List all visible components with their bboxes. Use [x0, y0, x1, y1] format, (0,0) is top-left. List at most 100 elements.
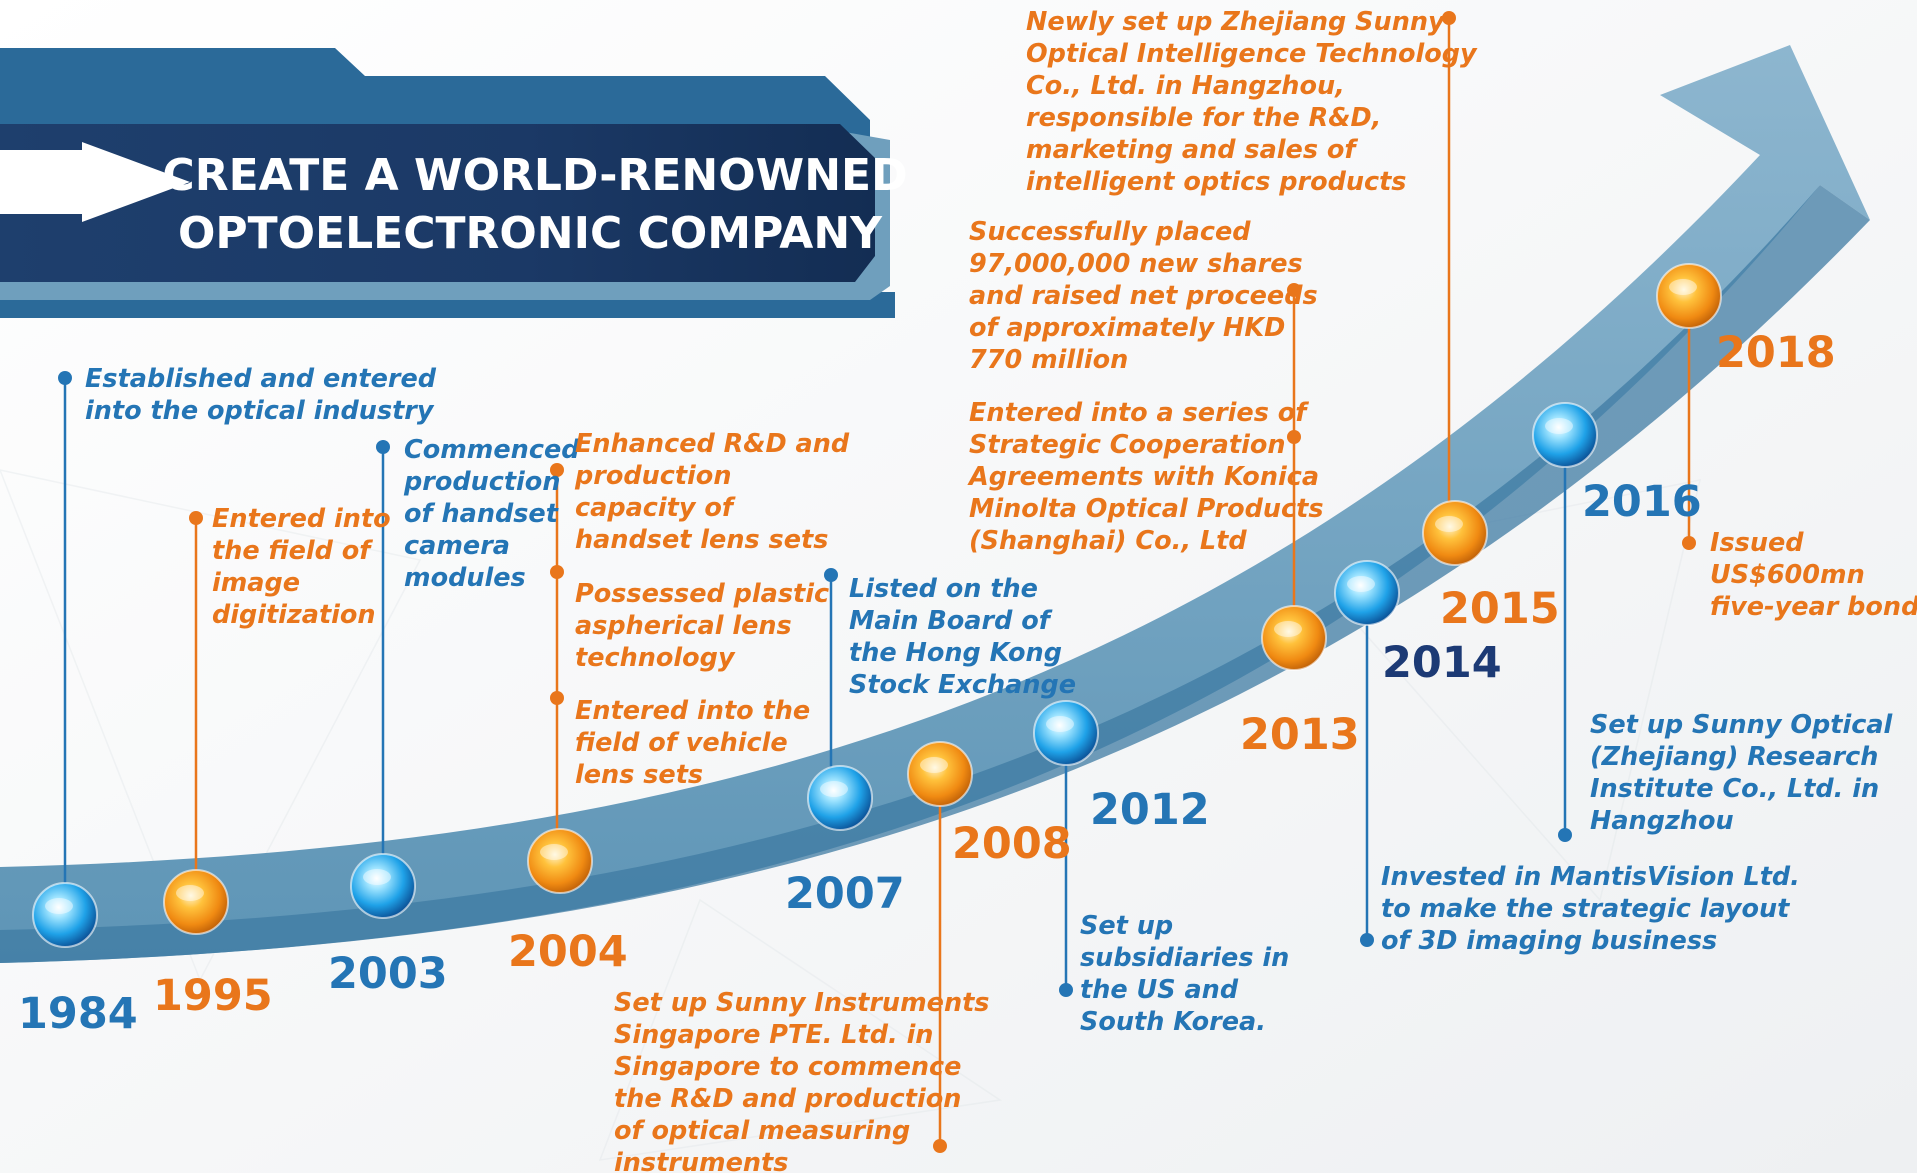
- milestone-node-2012: [1033, 700, 1099, 766]
- node-highlight-1995: [176, 885, 204, 901]
- milestone-node-2018: [1656, 263, 1722, 329]
- note-2012-line-1: subsidiaries in: [1080, 943, 1289, 973]
- note-2012-line-0: Set up: [1080, 911, 1173, 941]
- note-2003-line-1: production: [403, 467, 560, 497]
- year-label-2018: 2018: [1716, 328, 1836, 378]
- note-2013-line-1: 97,000,000 new shares: [969, 249, 1303, 279]
- note-2013-line-9: (Shanghai) Co., Ltd: [969, 526, 1247, 556]
- connector-dot-2018-0: [1682, 536, 1696, 550]
- connector-dot-2015-0: [1442, 11, 1456, 25]
- node-highlight-2007: [820, 781, 848, 797]
- node-highlight-2015: [1435, 516, 1463, 532]
- node-highlight-2003: [363, 869, 391, 885]
- milestone-node-2016: [1532, 402, 1598, 468]
- note-1995-line-2: image: [212, 568, 300, 598]
- year-label-2008: 2008: [952, 819, 1072, 869]
- connector-dot-1995-0: [189, 511, 203, 525]
- title-banner: CREATE A WORLD-RENOWNED OPTOELECTRONIC C…: [0, 48, 908, 318]
- connector-dot-2007-0: [824, 568, 838, 582]
- note-2013-line-7: Agreements with Konica: [967, 462, 1319, 492]
- connector-dot-2004-1: [550, 565, 564, 579]
- note-2008-line-5: instruments: [614, 1148, 788, 1173]
- year-label-2013: 2013: [1240, 710, 1360, 760]
- note-2014-line-0: Invested in MantisVision Ltd.: [1381, 862, 1800, 892]
- year-label-2012: 2012: [1090, 785, 1210, 835]
- connector-dot-1984-0: [58, 371, 72, 385]
- note-2004-line-6: technology: [575, 643, 736, 673]
- connector-dot-2008-0: [933, 1139, 947, 1153]
- note-2018-line-1: US$600mn: [1710, 560, 1865, 590]
- note-2007-line-2: the Hong Kong: [849, 638, 1062, 668]
- year-label-1995: 1995: [153, 971, 273, 1021]
- title-line-1: CREATE A WORLD-RENOWNED: [162, 150, 907, 201]
- note-2007-line-0: Listed on the: [849, 574, 1038, 604]
- connector-dot-2004-0: [550, 463, 564, 477]
- note-2018-line-0: Issued: [1710, 528, 1804, 558]
- note-2016-line-2: Institute Co., Ltd. in: [1590, 774, 1879, 804]
- note-2008-line-1: Singapore PTE. Ltd. in: [614, 1020, 933, 1050]
- note-2008-line-3: the R&D and production: [614, 1084, 961, 1114]
- year-label-1984: 1984: [18, 989, 138, 1039]
- note-2013-line-0: Successfully placed: [969, 217, 1251, 247]
- note-2004-line-3: handset lens sets: [575, 525, 828, 555]
- milestone-node-2004: [527, 828, 593, 894]
- note-2015-line-0: Newly set up Zhejiang Sunny: [1026, 7, 1446, 37]
- note-2008-line-4: of optical measuring: [614, 1116, 910, 1146]
- year-label-2016: 2016: [1582, 477, 1702, 527]
- note-2015-line-4: marketing and sales of: [1026, 135, 1358, 165]
- note-2004-line-1: production: [574, 461, 731, 491]
- milestone-node-2014: [1334, 560, 1400, 626]
- milestone-node-2015: [1422, 500, 1488, 566]
- note-1995-line-1: the field of: [212, 536, 373, 566]
- note-2008-line-2: Singapore to commence: [614, 1052, 961, 1082]
- milestone-node-1984: [32, 882, 98, 948]
- note-2013-line-5: Entered into a series of: [969, 398, 1309, 428]
- note-2016-line-0: Set up Sunny Optical: [1590, 710, 1894, 740]
- node-highlight-2008: [920, 757, 948, 773]
- milestone-node-2008: [907, 741, 973, 807]
- connector-dot-2012-0: [1059, 983, 1073, 997]
- note-2016-line-1: (Zhejiang) Research: [1590, 742, 1878, 772]
- connector-layer: [58, 11, 1696, 1153]
- note-2015-line-3: responsible for the R&D,: [1026, 103, 1381, 133]
- note-1995-line-0: Entered into: [212, 504, 391, 534]
- note-2004-line-9: lens sets: [575, 760, 703, 790]
- connector-dot-2016-0: [1558, 828, 1572, 842]
- milestone-node-2013: [1261, 605, 1327, 671]
- node-layer: [32, 263, 1722, 948]
- note-2016-line-3: Hangzhou: [1590, 806, 1734, 836]
- right-arrow-icon: [0, 142, 190, 222]
- node-highlight-2014: [1347, 576, 1375, 592]
- connector-dot-2014-0: [1360, 933, 1374, 947]
- connector-dot-2013-0: [1287, 283, 1301, 297]
- note-2003-line-2: of handset: [404, 499, 559, 529]
- note-2004-line-2: capacity of: [575, 493, 736, 523]
- note-2015-line-5: intelligent optics products: [1026, 167, 1406, 197]
- note-2003-line-3: camera: [404, 531, 510, 561]
- node-highlight-2004: [540, 844, 568, 860]
- node-highlight-2018: [1669, 279, 1697, 295]
- node-highlight-2016: [1545, 418, 1573, 434]
- note-2013-line-6: Strategic Cooperation: [969, 430, 1286, 460]
- year-label-2003: 2003: [328, 949, 448, 999]
- note-2003-line-0: Commenced: [404, 435, 580, 465]
- note-2004-line-7: Entered into the: [575, 696, 810, 726]
- year-label-2014: 2014: [1382, 638, 1502, 688]
- note-2012-line-2: the US and: [1080, 975, 1239, 1005]
- note-2018-line-2: five-year bonds: [1710, 592, 1917, 622]
- year-label-2004: 2004: [508, 927, 628, 977]
- note-2013-line-4: 770 million: [969, 345, 1128, 375]
- note-2013-line-8: Minolta Optical Products: [969, 494, 1324, 524]
- note-2008-line-0: Set up Sunny Instruments: [614, 988, 989, 1018]
- note-2004-line-4: Possessed plastic: [575, 579, 829, 609]
- note-2007-line-3: Stock Exchange: [849, 670, 1076, 700]
- note-1984-line-1: into the optical industry: [85, 396, 435, 426]
- milestone-node-1995: [163, 869, 229, 935]
- milestone-node-2007: [807, 765, 873, 831]
- note-2014-line-1: to make the strategic layout: [1381, 894, 1790, 924]
- connector-dot-2004-2: [550, 691, 564, 705]
- title-line-2: OPTOELECTRONIC COMPANY: [178, 208, 883, 259]
- year-label-2007: 2007: [785, 869, 905, 919]
